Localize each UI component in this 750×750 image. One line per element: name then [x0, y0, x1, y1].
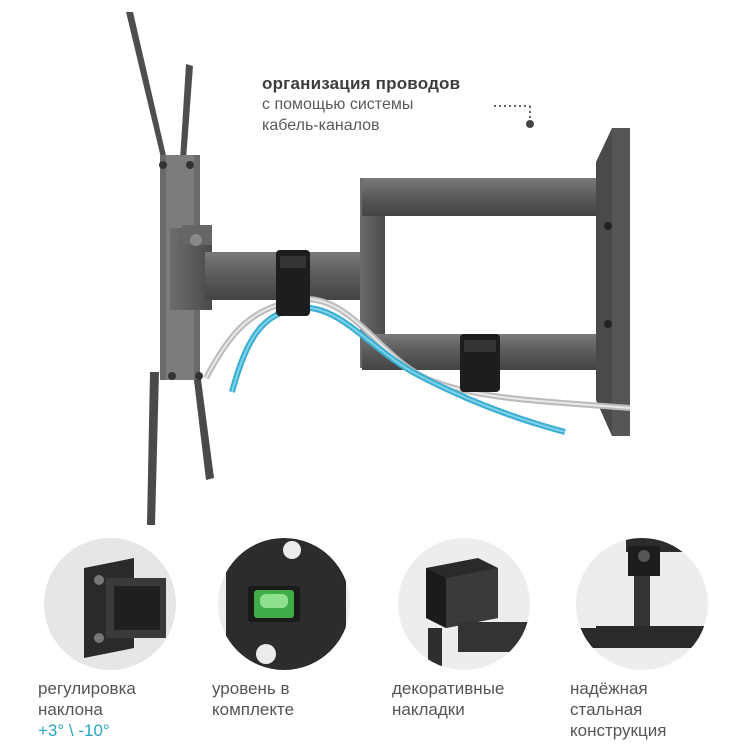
tilt-bracket-icon: [44, 538, 176, 670]
spirit-level-icon: [218, 538, 350, 670]
feature-level: уровень в комплекте: [212, 538, 382, 720]
feature-tilt: регулировка наклона +3° \ -10°: [38, 538, 208, 741]
feature-covers-line1: декоративные: [392, 679, 505, 698]
decorative-cover-icon: [398, 538, 530, 670]
tv-wall-mount-illustration: [126, 12, 631, 525]
feature-level-line1: уровень в: [212, 679, 290, 698]
feature-steel-line3: конструкция: [570, 721, 667, 740]
feature-steel: надёжная стальная конструкция: [570, 538, 740, 741]
feature-steel-line2: стальная: [570, 700, 643, 719]
callout-connector: [494, 105, 534, 128]
callout-line-2: кабель-каналов: [262, 117, 380, 134]
steel-frame-icon: [576, 538, 708, 670]
callout-title: организация проводов: [262, 74, 461, 93]
feature-covers-line2: накладки: [392, 700, 465, 719]
cable-management-callout: организация проводов с помощью системы к…: [262, 74, 542, 136]
upper-rear-arm: [362, 178, 602, 216]
feature-steel-line1: надёжная: [570, 679, 648, 698]
callout-line-1: с помощью системы: [262, 96, 414, 113]
feature-level-line2: комплекте: [212, 700, 295, 719]
cables: [203, 296, 631, 435]
feature-covers: декоративные накладки: [392, 538, 562, 720]
cable-clips: [276, 250, 500, 392]
wall-plate: [596, 128, 630, 436]
feature-tilt-range: +3° \ -10°: [38, 721, 110, 740]
feature-tilt-line2: наклона: [38, 700, 103, 719]
feature-tilt-line1: регулировка: [38, 679, 136, 698]
